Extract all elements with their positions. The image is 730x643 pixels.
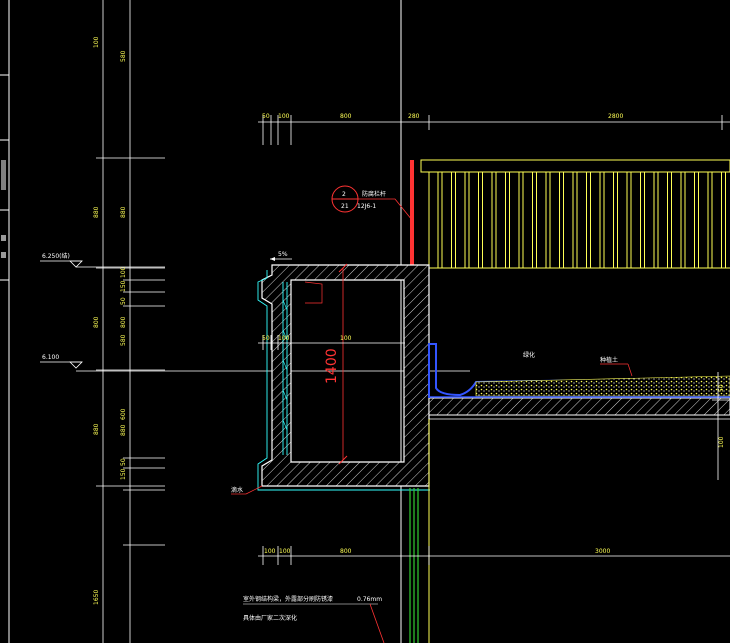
plant-soil-label: 种植土	[600, 356, 618, 364]
elevation-marker-lower: 6.100	[40, 354, 83, 369]
dim-left-inner-7: 600	[120, 408, 127, 420]
dim-left-inner-10: 150	[120, 468, 127, 480]
dim-left-inner-4: 50	[120, 297, 127, 305]
dim-mid-0: 50	[262, 335, 270, 342]
dim-left-outer-4: 1650	[93, 590, 100, 605]
left-dimension-chains	[96, 0, 165, 643]
drip-label: 滴水	[231, 486, 243, 494]
small-leader	[304, 281, 323, 304]
note-thickness: 0.76mm	[357, 596, 382, 603]
mid-dimension-chain	[258, 335, 405, 350]
dim-bottom-0: 100	[264, 548, 276, 555]
drain-pipe	[409, 488, 419, 643]
mid-dim-labels: 50 100 100	[262, 335, 352, 342]
left-inner-dim-labels: 580 880 100 150 50 800 580 600 880 50 15…	[120, 50, 127, 480]
insulation-layer	[257, 270, 430, 491]
right-dimension-chain	[712, 372, 730, 480]
dim-left-outer-2: 800	[93, 316, 100, 328]
dim-left-outer-1: 880	[93, 206, 100, 218]
steel-note: 室外钢结构梁，外露部分刷防锈漆 0.76mm 具体由厂家二次深化	[243, 595, 385, 643]
dim-top-4: 2800	[608, 113, 623, 120]
height-dim-label: 1400	[324, 348, 340, 384]
callout-sheet: 21	[341, 203, 349, 210]
elevation-upper-label: 6.250(结)	[42, 252, 70, 260]
planting-label: 绿化	[523, 351, 535, 359]
right-dim-labels: 50 100	[718, 384, 725, 448]
height-dimension: 1400	[324, 263, 348, 465]
dim-top-0: 50	[262, 113, 270, 120]
dim-mid-1: 100	[278, 335, 290, 342]
planting-labels: 绿化 种植土	[523, 351, 633, 377]
dim-right-1: 100	[718, 436, 725, 448]
callout-ref: 12J6-1	[357, 203, 376, 210]
dim-mid-2: 100	[340, 335, 352, 342]
callout-note: 防腐栏杆	[362, 190, 386, 198]
detail-callout: 2 21 防腐栏杆 12J6-1	[331, 185, 413, 221]
bottom-dimension-chain	[258, 546, 730, 565]
insulation-ticks	[282, 299, 288, 431]
dim-left-inner-5: 800	[120, 316, 127, 328]
dim-left-inner-0: 580	[120, 50, 127, 62]
dim-left-inner-3: 150	[120, 280, 127, 292]
slope-mark: 5%	[270, 251, 292, 261]
dim-bottom-1: 100	[279, 548, 291, 555]
dim-bottom-3: 3000	[595, 548, 610, 555]
note-line1: 室外钢结构梁，外露部分刷防锈漆	[243, 595, 333, 603]
elevation-marker-upper: 6.250(结)	[40, 252, 165, 268]
top-dimension-chain	[258, 115, 730, 145]
title-block-strip	[0, 0, 10, 643]
dim-left-inner-6: 580	[120, 334, 127, 346]
bottom-dim-labels: 100 100 800 3000	[264, 548, 610, 555]
dim-right-0: 50	[718, 384, 725, 392]
top-dim-labels: 50 100 800 280 2800	[262, 113, 623, 120]
dim-left-inner-8: 880	[120, 424, 127, 436]
callout-number: 2	[342, 191, 346, 198]
drip-label-group: 滴水	[231, 485, 263, 495]
slope-label: 5%	[278, 251, 288, 258]
elevation-lower-label: 6.100	[42, 354, 59, 361]
left-outer-dim-labels: 100 880 800 880 1650	[93, 36, 100, 605]
dim-bottom-2: 800	[340, 548, 352, 555]
dim-left-outer-3: 880	[93, 423, 100, 435]
louver-panel	[420, 159, 730, 269]
louver-slats	[437, 172, 726, 268]
dim-left-inner-1: 880	[120, 206, 127, 218]
roof-slab	[428, 343, 730, 643]
dim-left-outer-0: 100	[93, 36, 100, 48]
dim-top-3: 280	[408, 113, 420, 120]
dim-left-inner-2: 100	[120, 266, 127, 278]
dim-left-inner-9: 50	[120, 458, 127, 466]
note-line2: 具体由厂家二次深化	[243, 614, 297, 622]
dim-top-2: 800	[340, 113, 352, 120]
dim-top-1: 100	[278, 113, 290, 120]
